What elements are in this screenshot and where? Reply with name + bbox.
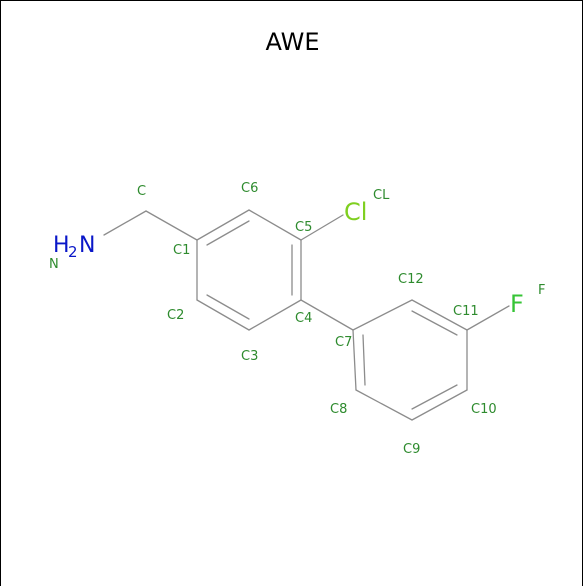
atom-label-c10: C10 <box>471 402 497 417</box>
fluorine-symbol: F <box>510 290 524 318</box>
bond-group <box>103 209 510 421</box>
bond-c6-c5 <box>248 209 302 241</box>
bond-c4-c3 <box>248 299 302 331</box>
amine-h-symbol: H <box>53 233 70 258</box>
bond-c8-c7 <box>352 329 357 391</box>
atom-label-c3: C3 <box>241 349 258 364</box>
bond-c9-c8 <box>355 389 413 421</box>
amine-n-symbol: N <box>79 233 95 258</box>
atom-label-c12: C12 <box>398 272 424 287</box>
atom-label-c2: C2 <box>167 308 184 323</box>
molecule-title: AWE <box>265 28 320 56</box>
atom-label-c8: C8 <box>330 402 347 417</box>
atom-label-c: C <box>137 184 146 199</box>
bond-c12-c11-inner <box>411 310 458 336</box>
bond-c12-c11 <box>411 299 468 331</box>
atom-label-c1: C1 <box>173 243 190 258</box>
atom-label-c4: C4 <box>295 311 312 326</box>
bond-n-c <box>103 210 147 236</box>
bond-c11-f <box>466 305 510 331</box>
atom-label-c6: C6 <box>241 181 258 196</box>
bond-c10-c9-inner <box>411 384 458 410</box>
amine-h-subscript: 2 <box>68 243 78 261</box>
bond-c8-c7-inner <box>362 334 366 386</box>
atom-label-f: F <box>538 283 545 298</box>
atom-label-n: N <box>49 257 59 272</box>
bond-c7-c12 <box>352 299 413 331</box>
chlorine-symbol: Cl <box>344 198 367 226</box>
element-symbols: H 2 N Cl F <box>53 198 524 318</box>
bond-c3-c2-inner <box>206 294 250 320</box>
atom-label-c9: C9 <box>403 442 420 457</box>
atom-label-c5: C5 <box>295 220 312 235</box>
atom-label-cl: CL <box>373 188 390 203</box>
atom-label-c11: C11 <box>453 304 479 319</box>
bond-c10-c9 <box>411 389 468 421</box>
bond-c5-cl <box>300 214 344 241</box>
bond-c3-c2 <box>196 299 250 331</box>
bond-c4-c7 <box>300 299 354 331</box>
bond-c1-c6-inner <box>206 220 250 246</box>
bond-c1-c6 <box>196 209 250 241</box>
atom-labels: N C C1 C2 C3 C4 C5 C6 C7 C8 C9 C10 C11 C… <box>49 181 545 457</box>
bond-c-c1 <box>145 210 198 241</box>
atom-label-c7: C7 <box>335 335 352 350</box>
